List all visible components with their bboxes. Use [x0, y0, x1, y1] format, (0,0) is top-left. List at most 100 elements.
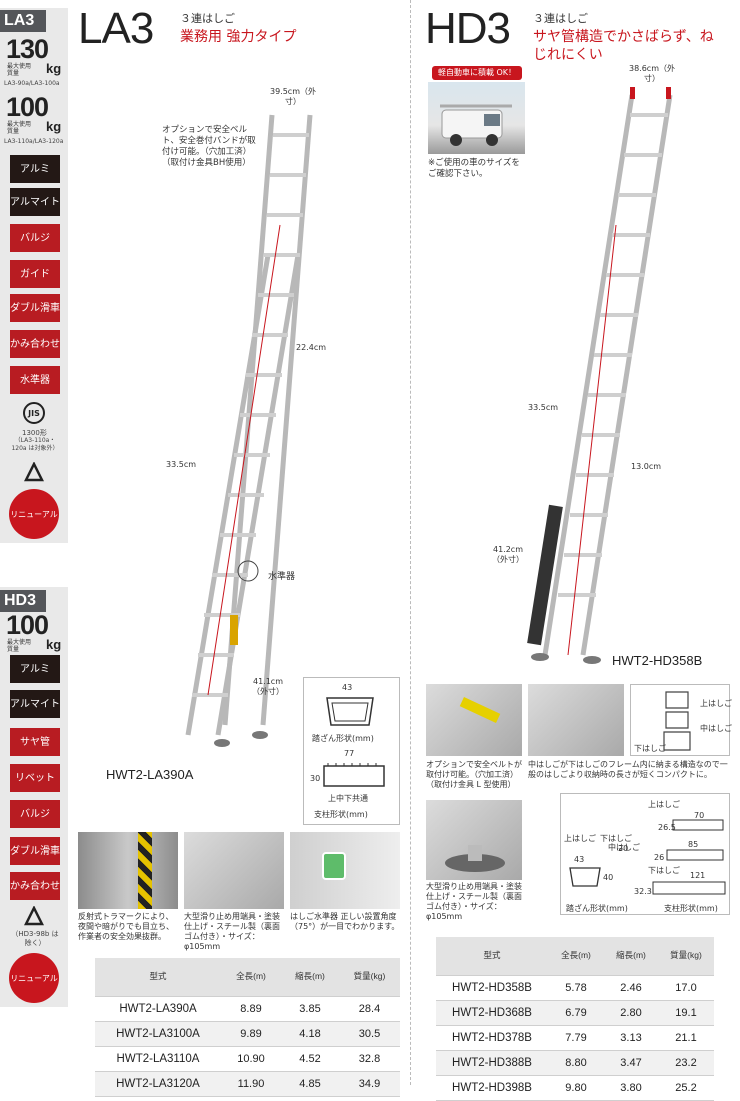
la3-load2-number: 100 — [6, 92, 49, 122]
table-row: HWT2-LA3100A 9.89 4.18 30.5 — [95, 1021, 400, 1047]
hd3-title: HD3 — [425, 4, 511, 53]
la3-profile-side-w: 77 — [344, 749, 355, 758]
la3-load2-unit: kg — [46, 119, 62, 134]
hd3-profile-box — [560, 793, 730, 915]
hd3-association-mark-icon — [23, 905, 45, 926]
hd3-option-note: オプションで安全ベルトが取付け可能。（穴加工済）（取付け金具 L 型使用） — [426, 760, 522, 789]
la3-cell: 28.4 — [339, 996, 400, 1022]
hd3-profile-rung-lower: 下はしご — [600, 834, 632, 843]
hd3-model-label: HWT2-HD358B — [612, 653, 703, 668]
hd3-dim-rung-pitch: 13.0cm — [631, 462, 662, 471]
hd3-profile-mid-label: 中はしご — [608, 843, 640, 852]
hd3-feature-bulge: バルジ — [10, 800, 60, 828]
la3-dim-overlap: 33.5cm — [166, 460, 197, 469]
la3-profile-side-label: 支柱形状(mm) — [314, 810, 368, 819]
hd3-profile-s-upper: 70 — [694, 811, 705, 820]
la3-feature-guide: ガイド — [10, 260, 60, 288]
hd3-cell: 5.78 — [548, 975, 604, 1001]
hd3-cell: HWT2-HD388B — [436, 1050, 548, 1076]
la3-caption-level: はしご水準器 正しい設置角度（75°）が一目でわかります。 — [290, 912, 400, 931]
hd3-photo-belt — [426, 684, 522, 756]
level-vial-icon — [322, 852, 346, 880]
hd3-profile-s-lower: 121 — [690, 871, 706, 880]
la3-feature-aluminum: アルミ — [10, 155, 60, 183]
hd3-profile-s-upper-h: 26.5 — [658, 823, 676, 832]
hd3-cell: 19.1 — [658, 1000, 714, 1026]
hd3-profile-lower-label: 下はしご — [648, 866, 680, 875]
hd3-profile-p1: 20 — [618, 844, 629, 853]
la3-cell: 11.90 — [221, 1071, 281, 1097]
table-row: HWT2-LA3120A 11.90 4.85 34.9 — [95, 1071, 400, 1097]
hd3-cell: 3.13 — [604, 1025, 658, 1051]
la3-option-note: オプションで安全ベルト、安全巻付バンドが取付け可能。（穴加工済）（取付け金具BH… — [162, 125, 256, 168]
hd3-profile-rung-w: 43 — [574, 855, 585, 864]
la3-feature-interlock: かみ合わせ — [10, 330, 60, 358]
hd3-th-mass: 質量(kg) — [658, 937, 714, 976]
hd3-cell: 23.2 — [658, 1050, 714, 1076]
reflective-stripe-icon — [138, 832, 152, 909]
la3-cell: 34.9 — [339, 1071, 400, 1097]
hd3-spec-table: 型式 全長(m) 縮長(m) 質量(kg) HWT2-HD358B 5.78 2… — [436, 937, 714, 1101]
la3-photo-reflective-mark — [78, 832, 178, 909]
hd3-sidebar-tag: HD3 — [0, 590, 46, 612]
foot-pad-icon — [445, 845, 505, 872]
hd3-cell: 3.80 — [604, 1075, 658, 1101]
hd3-profile-rung-h: 40 — [603, 873, 614, 882]
la3-profile-side-h: 30 — [310, 774, 321, 783]
table-row: HWT2-HD398B 9.80 3.80 25.2 — [436, 1075, 714, 1101]
hd3-feature-sleeve: サヤ管 — [10, 728, 60, 756]
la3-cell: HWT2-LA390A — [95, 996, 221, 1022]
hd3-car-note: ※ご使用の車のサイズをご確認下さい。 — [428, 158, 520, 179]
la3-feature-level: 水準器 — [10, 366, 60, 394]
la3-cell: 3.85 — [281, 996, 339, 1022]
la3-cell: HWT2-LA3100A — [95, 1021, 221, 1047]
table-row: HWT2-HD368B 6.79 2.80 19.1 — [436, 1000, 714, 1026]
la3-profile-side-note: 上中下共通 — [328, 794, 368, 803]
la3-cell: 4.52 — [281, 1046, 339, 1072]
table-row: HWT2-HD388B 8.80 3.47 23.2 — [436, 1050, 714, 1076]
hd3-th-model: 型式 — [436, 937, 548, 976]
hd3-cell: 3.47 — [604, 1050, 658, 1076]
hd3-cell: 2.46 — [604, 975, 658, 1001]
la3-dim-level: 水準器 — [268, 572, 296, 582]
la3-subtitle-red: 業務用 強力タイプ — [180, 29, 297, 45]
hd3-load-number: 100 — [6, 610, 49, 640]
la3-cell: 9.89 — [221, 1021, 281, 1047]
hd3-subtitle-small: ３連はしご — [533, 12, 588, 25]
hd3-profile-upper-label: 上はしご — [648, 800, 680, 809]
la3-load1-models: LA3-90a/LA3-100a — [4, 80, 60, 87]
la3-title: LA3 — [78, 4, 154, 53]
hd3-feature-rivet: リベット — [10, 764, 60, 792]
hd3-cell: HWT2-HD398B — [436, 1075, 548, 1101]
upper-side-profile-icon — [672, 819, 724, 831]
la3-th-mass: 質量(kg) — [339, 958, 400, 997]
sleeve-section-icon — [663, 691, 691, 751]
hd3-profile-s-mid: 85 — [688, 840, 699, 849]
la3-cell: 32.8 — [339, 1046, 400, 1072]
hd3-cell: HWT2-HD378B — [436, 1025, 548, 1051]
hd3-table-header: 型式 全長(m) 縮長(m) 質量(kg) — [436, 937, 714, 976]
hd3-load-label: 最大使用質量 — [7, 639, 32, 653]
hd3-th-length: 全長(m) — [548, 937, 604, 976]
hd3-car-badge: 軽自動車に積載 OK！ — [432, 66, 522, 80]
la3-load1-unit: kg — [46, 61, 62, 76]
hd3-dim-bottom-width: 41.2cm（外寸） — [492, 545, 524, 564]
hd3-cell: 7.79 — [548, 1025, 604, 1051]
la3-th-length: 全長(m) — [221, 958, 281, 997]
la3-load1-label: 最大使用質量 — [7, 63, 32, 77]
hd3-feature-aluminum: アルミ — [10, 655, 60, 683]
la3-caption-reflective: 反射式トラマークにより、夜間や暗がりでも目立ち、作業者の安全効果抜群。 — [78, 912, 174, 941]
table-row: HWT2-HD378B 7.79 3.13 21.1 — [436, 1025, 714, 1051]
table-row: HWT2-LA3110A 10.90 4.52 32.8 — [95, 1046, 400, 1072]
la3-model-label: HWT2-LA390A — [106, 767, 194, 782]
la3-profile-box — [303, 677, 400, 825]
hd3-photo-sleeve — [528, 684, 624, 756]
la3-sidebar-tag: LA3 — [0, 10, 46, 32]
la3-cell: 30.5 — [339, 1021, 400, 1047]
hd3-profile-rung-label: 踏ざん形状(mm) — [566, 904, 628, 913]
la3-cell: 10.90 — [221, 1046, 281, 1072]
la3-cell: HWT2-LA3110A — [95, 1046, 221, 1072]
hd3-profile-side-label: 支柱形状(mm) — [664, 904, 718, 913]
hd3-sleeve-diagram — [630, 684, 730, 756]
mid-side-profile-icon — [666, 849, 724, 861]
